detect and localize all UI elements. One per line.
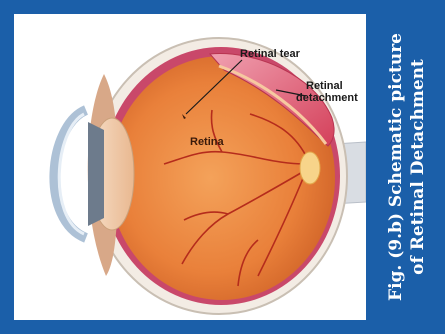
figure-caption: Fig. (9.b) Schematic picture of Retinal … xyxy=(378,8,436,326)
optic-disc xyxy=(300,152,320,184)
eye-illustration-panel: Retinal tear Retinal detachment Retina xyxy=(14,14,366,320)
retina-label: Retina xyxy=(190,136,224,148)
retinal-detachment-label-line2: detachment xyxy=(296,92,358,104)
caption-line-2: of Retinal Detachment xyxy=(407,59,429,275)
retinal-tear-label: Retinal tear xyxy=(240,48,300,60)
retinal-detachment-label-line1: Retinal xyxy=(306,80,343,92)
caption-line-1: Fig. (9.b) Schematic picture xyxy=(385,33,407,301)
eye-illustration xyxy=(14,14,366,320)
iris xyxy=(88,122,104,226)
